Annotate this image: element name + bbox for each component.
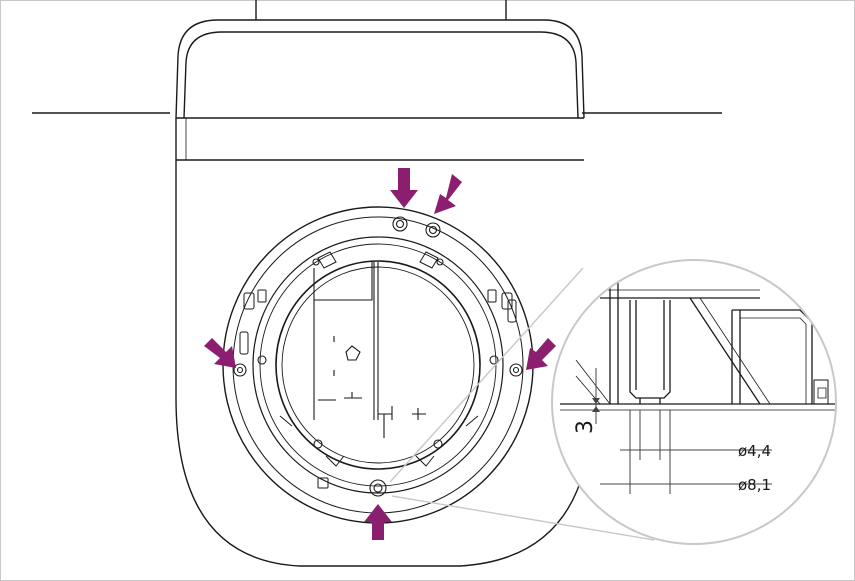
depth-label: 3 xyxy=(573,420,598,434)
arrow-right xyxy=(526,338,556,370)
screw-holes xyxy=(233,216,523,497)
bayonet-tabs xyxy=(239,251,517,489)
arrow-left xyxy=(204,338,236,368)
device-housing xyxy=(175,0,585,567)
arrow-top-left xyxy=(390,168,418,208)
magnifier-leaders xyxy=(389,267,655,541)
dimension-lines xyxy=(592,368,772,494)
hole-outer-label: ø8,1 xyxy=(738,476,771,494)
arrow-bottom xyxy=(364,504,392,540)
inner-bracket xyxy=(313,262,426,438)
hole-inner-label: ø4,4 xyxy=(738,442,771,460)
magnified-detail xyxy=(551,259,837,545)
mounting-arrows xyxy=(204,168,556,540)
arrow-top-right xyxy=(434,174,462,214)
